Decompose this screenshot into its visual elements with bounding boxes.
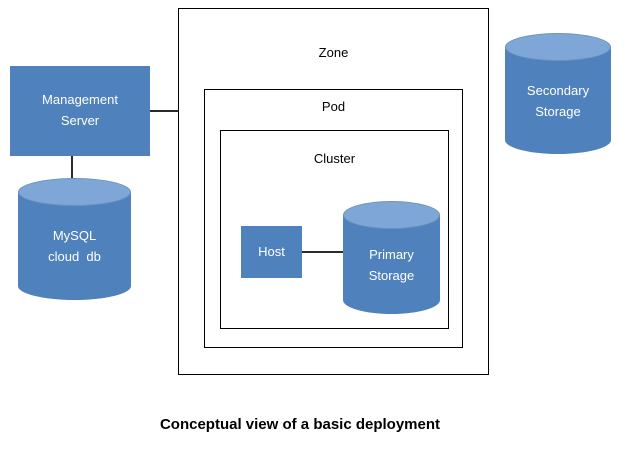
primary-storage-label-line1: Primary xyxy=(369,246,414,262)
secondary-storage-node: Secondary Storage xyxy=(505,33,611,154)
zone-box: Zone Pod Cluster Host Primary xyxy=(178,8,489,375)
mysql-db-node: MySQL cloud db xyxy=(18,178,131,300)
connector-management-to-zone xyxy=(150,110,178,112)
diagram-caption: Conceptual view of a basic deployment xyxy=(159,416,441,433)
mysql-db-label: MySQL cloud db xyxy=(18,206,131,288)
mysql-db-label-line2: cloud db xyxy=(48,249,101,264)
connector-host-to-primary-storage xyxy=(302,251,343,253)
mysql-db-cylinder-top xyxy=(18,178,131,206)
pod-box: Pod Cluster Host Primary Storage xyxy=(204,89,463,348)
pod-label: Pod xyxy=(321,99,346,114)
mysql-db-cylinder-body xyxy=(18,192,131,300)
mysql-db-label-line1: MySQL xyxy=(52,228,97,244)
host-node: Host xyxy=(241,226,302,278)
secondary-storage-label: Secondary Storage xyxy=(505,61,611,142)
secondary-storage-label-line1: Secondary xyxy=(526,82,590,98)
management-server-node: Management Server xyxy=(10,66,150,156)
primary-storage-cylinder-body xyxy=(343,215,440,314)
management-server-label-line1: Management xyxy=(42,92,118,108)
primary-storage-cylinder-top xyxy=(343,201,440,229)
primary-storage-label: Primary Storage xyxy=(343,229,440,302)
primary-storage-label-line2: Storage xyxy=(368,267,415,283)
zone-label: Zone xyxy=(318,45,349,60)
secondary-storage-cylinder-top xyxy=(505,33,611,61)
primary-storage-node: Primary Storage xyxy=(343,201,440,314)
host-label: Host xyxy=(258,243,285,259)
management-server-label-line2: Server xyxy=(60,113,100,128)
secondary-storage-label-line2: Storage xyxy=(535,103,581,119)
secondary-storage-cylinder-body xyxy=(505,47,611,154)
connector-management-to-mysql xyxy=(71,156,73,180)
cluster-label: Cluster xyxy=(313,151,356,166)
cluster-box: Cluster Host Primary Storage xyxy=(220,130,449,329)
